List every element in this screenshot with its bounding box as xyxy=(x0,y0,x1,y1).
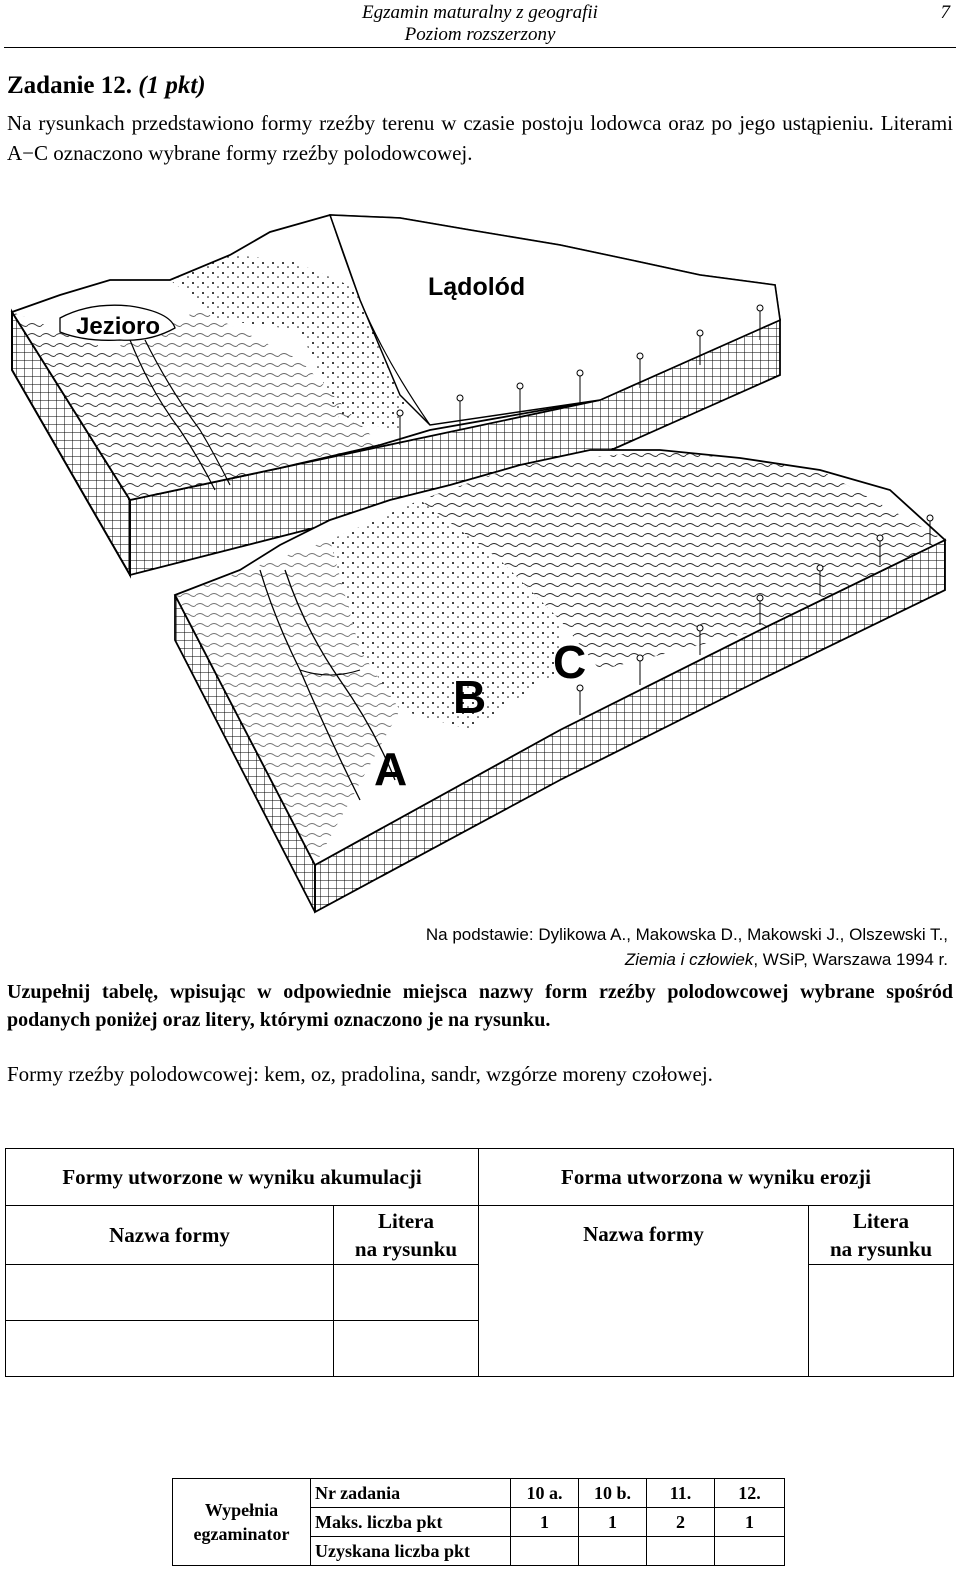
lower-block-diagram: A B C xyxy=(173,449,947,914)
erosion-name-col: Nazwa formy xyxy=(478,1205,809,1377)
lake-label: Jezioro xyxy=(76,313,160,340)
source-title: Ziemia i człowiek xyxy=(624,950,754,969)
accumulation-header: Formy utworzone w wyniku akumulacji xyxy=(5,1148,479,1206)
examiner-cell: Wypełnia egzaminator xyxy=(172,1478,311,1566)
answer-cell-erosion-letter[interactable] xyxy=(807,1264,955,1377)
landform-a-label: A xyxy=(374,743,407,795)
answer-cell-name-1[interactable] xyxy=(5,1264,334,1321)
task-instruction: Uzupełnij tabelę, wpisując w odpowiednie… xyxy=(7,981,953,1031)
task-number-cell: 12. xyxy=(714,1478,785,1508)
letter-col-line2: na rysunku xyxy=(829,1237,933,1261)
task-points: (1 pkt) xyxy=(138,72,206,99)
answer-row-1 xyxy=(5,1264,955,1377)
task-number-label: Nr zadania xyxy=(310,1478,511,1508)
max-points-label: Maks. liczba pkt xyxy=(310,1507,511,1537)
letter-col-line1: Litera xyxy=(378,1209,434,1233)
answer-table: Formy utworzone w wyniku akumulacji Form… xyxy=(5,1148,955,1377)
landform-c-label: C xyxy=(553,636,586,688)
obtained-points-cell[interactable] xyxy=(578,1536,647,1566)
header-rule xyxy=(4,47,956,48)
task-title: Zadanie 12. (1 pkt) xyxy=(7,72,206,100)
landform-b-label: B xyxy=(453,671,486,723)
exam-level: Poziom rozszerzony xyxy=(404,24,556,45)
answer-row-2 xyxy=(5,1320,954,1377)
letter-col-line2: na rysunku xyxy=(354,1237,458,1261)
max-points-cell: 1 xyxy=(578,1507,647,1537)
forms-list: Formy rzeźby polodowcowej: kem, oz, prad… xyxy=(7,1062,713,1086)
score-row-max: Maks. liczba pkt 1 1 2 1 xyxy=(173,1507,785,1537)
examiner-line2: egzaminator xyxy=(193,1524,290,1544)
task-number: Zadanie 12. xyxy=(7,72,133,99)
answer-cell-letter-1[interactable] xyxy=(333,1264,479,1321)
ice-sheet-label: Lądolód xyxy=(428,273,525,301)
score-row-obtained: Uzyskana liczba pkt xyxy=(173,1536,785,1566)
examiner-line1: Wypełnia xyxy=(204,1500,279,1520)
score-row-task: Wypełnia egzaminator Nr zadania 10 a. 10 … xyxy=(172,1478,785,1566)
obtained-points-cell[interactable] xyxy=(714,1536,785,1566)
answer-cell-letter-2[interactable] xyxy=(333,1320,479,1377)
task-number-cell: 10 b. xyxy=(578,1478,647,1508)
source-authors: Na podstawie: Dylikowa A., Makowska D., … xyxy=(425,925,948,944)
upper-block-diagram: Jezioro Lądolód xyxy=(10,214,781,579)
max-points-cell: 2 xyxy=(646,1507,715,1537)
exam-title: Egzamin maturalny z geografii xyxy=(362,2,598,23)
accumulation-name-col: Nazwa formy xyxy=(5,1205,334,1265)
max-points-cell: 1 xyxy=(714,1507,785,1537)
task-number-cell: 11. xyxy=(646,1478,715,1508)
page-number: 7 xyxy=(940,2,951,23)
erosion-name-label: Nazwa formy xyxy=(583,1222,704,1246)
obtained-points-label: Uzyskana liczba pkt xyxy=(310,1536,511,1566)
erosion-letter-col: Litera na rysunku xyxy=(807,1205,955,1265)
answer-cell-name-2[interactable] xyxy=(5,1320,334,1377)
answer-subheader-row: Nazwa formy Litera na rysunku Nazwa formy… xyxy=(5,1205,955,1377)
accumulation-letter-col: Litera na rysunku xyxy=(333,1205,479,1265)
obtained-points-cell[interactable] xyxy=(646,1536,715,1566)
task-intro: Na rysunkach przedstawiono formy rzeźby … xyxy=(7,111,953,165)
letter-col-line1: Litera xyxy=(853,1209,909,1233)
figure-source: Na podstawie: Dylikowa A., Makowska D., … xyxy=(426,922,948,972)
max-points-cell: 1 xyxy=(510,1507,579,1537)
task-number-cell: 10 a. xyxy=(510,1478,579,1508)
glacial-landforms-figure: Jezioro Lądolód A B C xyxy=(10,214,947,914)
obtained-points-cell[interactable] xyxy=(510,1536,579,1566)
score-table: Wypełnia egzaminator Nr zadania 10 a. 10 … xyxy=(172,1478,785,1566)
source-publisher: , WSiP, Warszawa 1994 r. xyxy=(753,950,948,969)
erosion-header: Forma utworzona w wyniku erozji xyxy=(477,1148,955,1206)
answer-header-row: Formy utworzone w wyniku akumulacji Form… xyxy=(5,1148,955,1206)
page-header: Egzamin maturalny z geografii Poziom roz… xyxy=(0,0,960,48)
source-book: Ziemia i człowiek, WSiP, Warszawa 1994 r… xyxy=(426,947,948,972)
